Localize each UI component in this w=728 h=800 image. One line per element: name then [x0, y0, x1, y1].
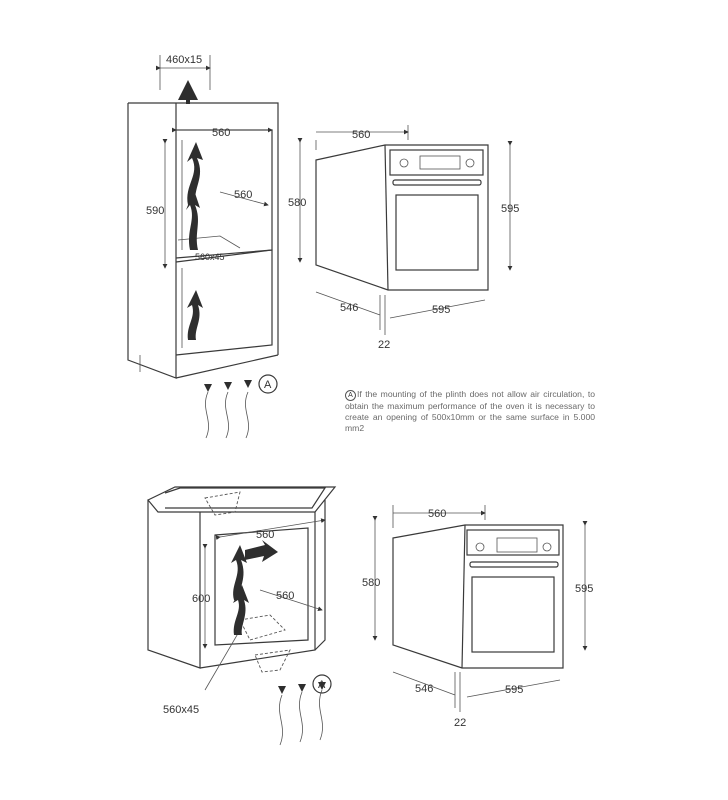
dim-oven-depth: 546 — [415, 683, 433, 695]
airflow-arrow — [233, 585, 249, 635]
airflow-arrow — [178, 80, 198, 104]
oven-bottom — [372, 505, 588, 712]
dim-oven-width: 560 — [352, 129, 370, 141]
dim-width: 560 — [212, 127, 230, 139]
airflow-arrow — [231, 545, 247, 600]
dim-door-thickness: 22 — [378, 339, 390, 351]
dim-depth: 560 — [276, 590, 294, 602]
dim-depth: 560 — [234, 189, 252, 201]
dim-height: 590 — [146, 205, 164, 217]
note-marker: A — [345, 390, 356, 401]
dim-oven-depth: 546 — [340, 302, 358, 314]
dim-vent-shelf: 560x45 — [195, 252, 225, 262]
dim-width: 560 — [256, 529, 274, 541]
dim-oven-height-inner: 580 — [362, 577, 380, 589]
dim-oven-height-outer: 595 — [575, 583, 593, 595]
dim-oven-height-outer: 595 — [501, 203, 519, 215]
note-text: If the mounting of the plinth does not a… — [345, 389, 595, 433]
dim-vent-bottom: 560x45 — [163, 704, 199, 716]
dim-vent-top: 460x15 — [166, 54, 202, 66]
plinth-marker-a — [258, 374, 278, 394]
dim-oven-front-width: 595 — [432, 304, 450, 316]
oven-top — [297, 125, 513, 335]
airflow-arrow — [187, 142, 203, 205]
dim-oven-height-inner: 580 — [288, 197, 306, 209]
dim-height: 600 — [192, 593, 210, 605]
marker-label: A — [318, 679, 326, 691]
column-cabinet — [127, 55, 279, 439]
dim-oven-width: 560 — [428, 508, 446, 520]
dim-oven-front-width: 595 — [505, 684, 523, 696]
airflow-arrow — [245, 540, 278, 562]
plinth-marker-a-bottom — [312, 674, 332, 694]
airflow-arrow — [187, 290, 203, 340]
under-counter-cabinet — [147, 486, 337, 746]
marker-label: A — [264, 379, 272, 391]
dim-door-thickness: 22 — [454, 717, 466, 729]
